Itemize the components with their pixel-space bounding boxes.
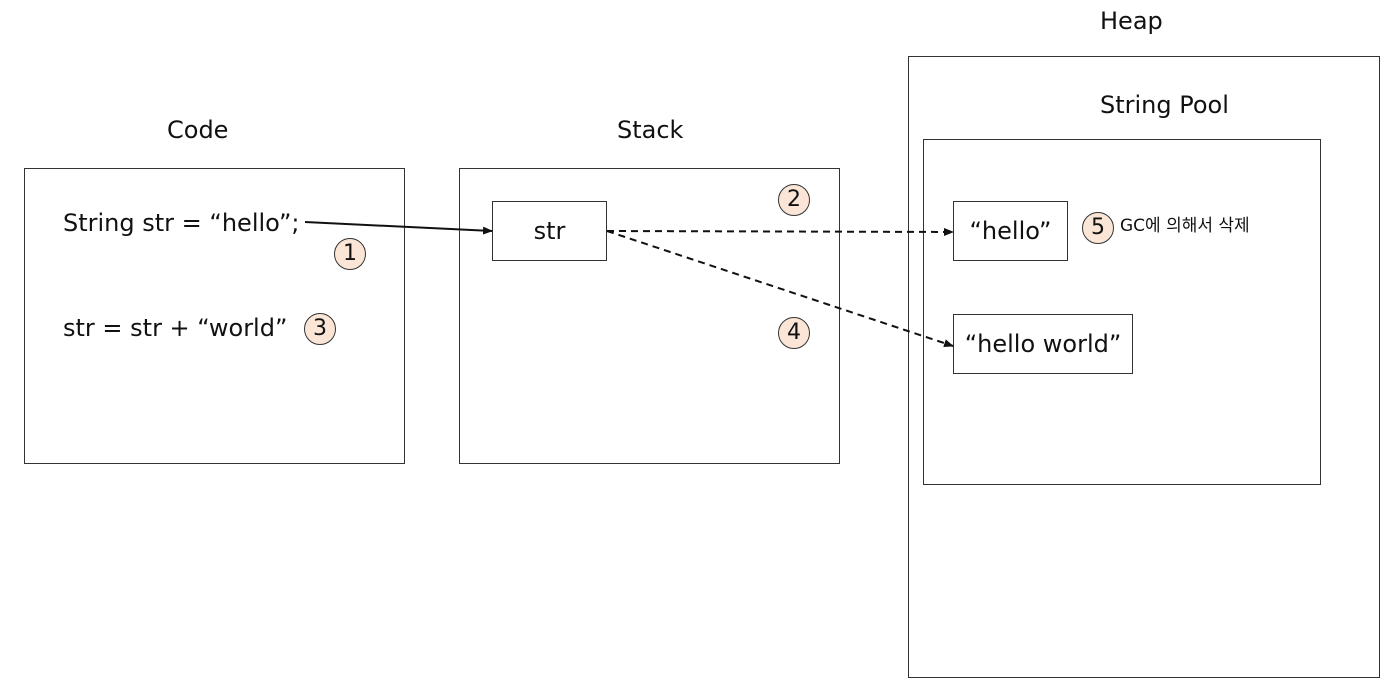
code-line-declaration: String str = “hello”; bbox=[63, 209, 300, 237]
pool-entry-hello-world: “hello world” bbox=[953, 314, 1133, 374]
step-marker-5: 5 bbox=[1082, 212, 1114, 244]
gc-note: GC에 의해서 삭제 bbox=[1120, 216, 1250, 236]
code-panel bbox=[24, 168, 405, 464]
code-line-concatenation: str = str + “world” bbox=[63, 314, 288, 342]
stack-section-label: Stack bbox=[617, 116, 684, 144]
stack-variable-str: str bbox=[492, 201, 607, 261]
pool-entry-hello: “hello” bbox=[953, 201, 1068, 261]
step-marker-2: 2 bbox=[778, 184, 810, 216]
string-pool-label: String Pool bbox=[1100, 91, 1229, 119]
code-section-label: Code bbox=[167, 116, 229, 144]
heap-section-label: Heap bbox=[1100, 7, 1163, 35]
string-pool-panel bbox=[923, 139, 1321, 485]
step-marker-4: 4 bbox=[778, 317, 810, 349]
step-marker-1: 1 bbox=[334, 238, 366, 270]
step-marker-3: 3 bbox=[304, 313, 336, 345]
